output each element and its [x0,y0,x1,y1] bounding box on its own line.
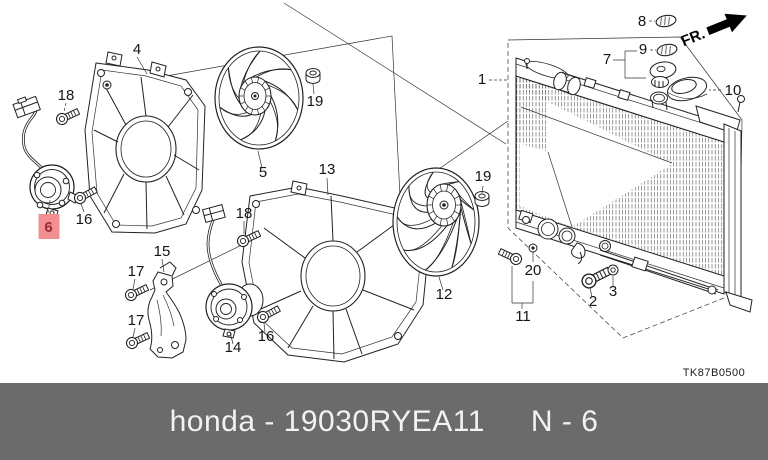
part-callout-13[interactable]: 13 [319,161,336,178]
fan-blade-1-drawing [214,46,304,150]
fr-label: FR. [679,25,708,50]
part-callout-20[interactable]: 20 [525,262,542,279]
fan-blade-2-drawing [392,167,480,277]
front-direction-marker: FR. [679,13,747,50]
part-callout-9[interactable]: 9 [639,41,647,58]
part-callout-19b[interactable]: 19 [475,168,492,185]
part-callout-12[interactable]: 12 [436,286,453,303]
part-callout-19a[interactable]: 19 [307,93,324,110]
fan-shroud-1-drawing [84,51,206,234]
selected-part-highlight[interactable] [38,214,60,239]
fr-arrow-icon [706,13,747,35]
radiator-drawing [515,57,753,313]
part-callout-18b[interactable]: 18 [236,205,253,222]
part-callout-3[interactable]: 3 [609,283,617,300]
radiator-cap-and-seals [613,13,721,102]
part-callout-18a[interactable]: 18 [58,87,75,104]
caption-part-number: honda - 19030RYEA11 [169,404,485,438]
part-callout-4[interactable]: 4 [133,41,141,58]
part-callout-1[interactable]: 1 [478,71,486,88]
caption-ref-code: N - 6 [530,404,599,438]
part-callout-17b[interactable]: 17 [128,312,145,329]
fan-motor-2-drawing [201,204,264,339]
part-callout-16b[interactable]: 16 [258,328,275,345]
shroud-bracket-drawing [147,261,187,359]
part-callout-17a[interactable]: 17 [128,263,145,280]
part-callout-16a[interactable]: 16 [76,211,93,228]
fan-shroud-2-drawing [241,180,429,363]
fasteners [54,68,619,351]
part-callout-8[interactable]: 8 [638,13,646,30]
part-callout-7[interactable]: 7 [603,51,611,68]
part-callout-15[interactable]: 15 [154,243,171,260]
part-callout-5[interactable]: 5 [259,164,267,181]
part-callout-11[interactable]: 11 [515,308,531,325]
caption-bar: honda - 19030RYEA11 N - 6 [0,383,768,460]
part-callouts: 1 2 3 4 5 6 7 8 9 10 11 12 13 14 15 16 1… [44,13,741,356]
fan-motor-1-drawing [12,95,79,219]
part-callout-10[interactable]: 10 [725,82,742,99]
parts-diagram: FR. [12,2,753,379]
leader-lines [47,56,614,345]
part-callout-6[interactable]: 6 [44,219,52,236]
drawing-code: TK87B0500 [683,367,746,379]
part-callout-2[interactable]: 2 [589,293,597,310]
part-callout-14[interactable]: 14 [225,339,242,356]
